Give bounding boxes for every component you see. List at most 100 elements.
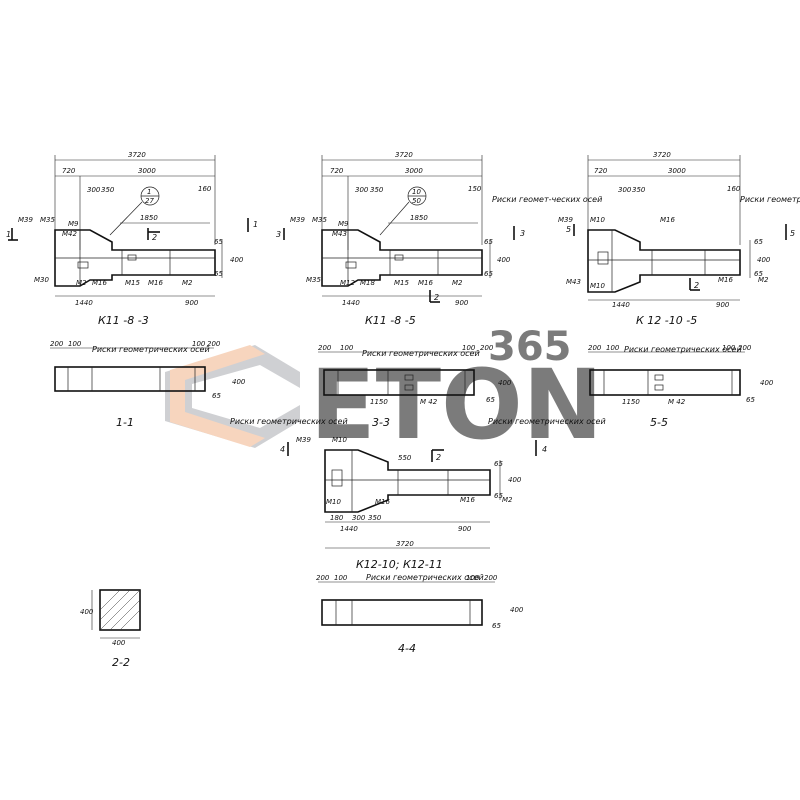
dim-300: 300 [355,186,369,194]
section-5-5: 200 100 100 200 Риски геометрических осе… [588,344,774,429]
dim-65-bottom: 65 [484,270,493,278]
mark-m42: М42 [62,230,77,238]
dim-300: 300 [618,186,632,194]
risks-label: Риски геометрических осей [362,349,480,358]
risks-label-left: Риски геометрических осей [230,417,348,426]
section-marker-right: 3 [520,229,525,238]
dim-3000: 3000 [138,167,156,175]
dim-65-top: 65 [494,460,503,468]
dim-400: 400 [232,378,246,386]
section-marker-right: 5 [790,229,795,238]
mark-m2a: М2 [76,279,87,287]
callout-top: 10 [412,188,421,196]
dim-200-right: 200 [738,344,752,352]
dim-300: 300 [352,514,366,522]
section-marker-left: 3 [276,230,281,239]
risks-label: Риски геомет-ческих осей [492,195,602,204]
mark-m35: М35 [312,216,327,224]
dim-900: 900 [455,299,469,307]
dim-400: 400 [757,256,771,264]
dim-200-right: 200 [480,344,494,352]
column-outline [587,229,741,293]
section-marker-left: 5 [566,225,571,234]
dim-200-left: 200 [588,344,602,352]
section-outline [321,599,483,626]
watermark-brand: ETON [310,349,603,461]
dim-400: 400 [760,379,774,387]
section-4-4: 200 100 100 200 Риски геометрических осе… [316,573,524,655]
section-outline [589,369,741,396]
dim-3720: 3720 [395,151,413,159]
dim-100-right: 100 [462,344,476,352]
mark-m39: М39 [558,216,573,224]
dim-65: 65 [492,622,501,630]
section-2-marker: 2 [694,281,699,290]
mark-m2: М2 [502,496,513,504]
dim-65: 65 [746,396,755,404]
mark-m43: М43 [566,278,581,286]
dim-65-bottom: 65 [214,270,223,278]
mark-m16: М16 [418,279,433,287]
column-outline [321,229,483,287]
section-marker-left: 1 [6,230,11,239]
dim-200-left: 200 [318,344,332,352]
dim-350: 350 [368,514,382,522]
dim-300: 300 [87,186,101,194]
mark-m35: М35 [40,216,55,224]
mark-m9: М9 [338,220,349,228]
view-k12-10-5: 3720 720 3000 300 350 160 Риски геометри… [558,151,800,327]
section-2-marker: 2 [434,293,439,302]
dim-100-left: 100 [334,574,348,582]
view-k11-8-3: 3720 720 3000 300 350 160 1850 1 27 М39 … [6,151,258,327]
section-3-3: 200 100 100 200 Риски геометрических осе… [318,344,512,429]
mark-m42: М 42 [420,398,438,406]
dim-400: 400 [230,256,244,264]
mark-m39: М39 [296,436,311,444]
column-outline [54,229,216,287]
risks-label: Риски геометрических осей [92,345,210,354]
dim-3720: 3720 [396,540,414,548]
dim-3720: 3720 [653,151,671,159]
dim-1440: 1440 [342,299,360,307]
column-outline [324,449,491,513]
dim-1850: 1850 [140,214,158,222]
dim-200-left: 200 [50,340,64,348]
section-2-2: 400 400 2-2 [80,589,141,669]
dim-900: 900 [185,299,199,307]
callout-top: 1 [147,188,151,196]
mark-m39: М39 [18,216,33,224]
mark-m43: М43 [332,230,347,238]
mark-m39: М39 [290,216,305,224]
mark-m16b: М16 [460,496,475,504]
caption-k12-10-5: К 12 -10 -5 [636,314,697,327]
mark-m10b: М10 [590,282,605,290]
dim-65-bottom: 65 [494,492,503,500]
dim-3000: 3000 [668,167,686,175]
mark-m16: М16 [375,498,390,506]
watermark-number: 365 [488,324,572,370]
mark-m18: М18 [360,279,375,287]
mark-m16b: М16 [718,276,733,284]
mark-m2: М2 [758,276,769,284]
dim-400: 400 [497,256,511,264]
dim-400: 400 [510,606,524,614]
dim-1440: 1440 [612,301,630,309]
dim-1850: 1850 [410,214,428,222]
dim-160: 160 [727,185,741,193]
dim-100-left: 100 [68,340,82,348]
dim-900: 900 [716,301,730,309]
view-k11-8-5: 3720 720 3000 300 350 150 1850 10 50 Рис… [276,151,602,327]
dim-3000: 3000 [405,167,423,175]
logo-shape-orange [170,345,265,447]
dim-720: 720 [594,167,608,175]
dim-200-right: 200 [207,340,221,348]
dim-65: 65 [486,396,495,404]
dim-720: 720 [62,167,76,175]
dim-100-right: 100 [192,340,206,348]
dim-65-top: 65 [484,238,493,246]
mark-m16b: М16 [148,279,163,287]
dim-200-left: 200 [316,574,330,582]
dim-720: 720 [330,167,344,175]
risks-label-right: Риски геометрических осей [488,417,606,426]
